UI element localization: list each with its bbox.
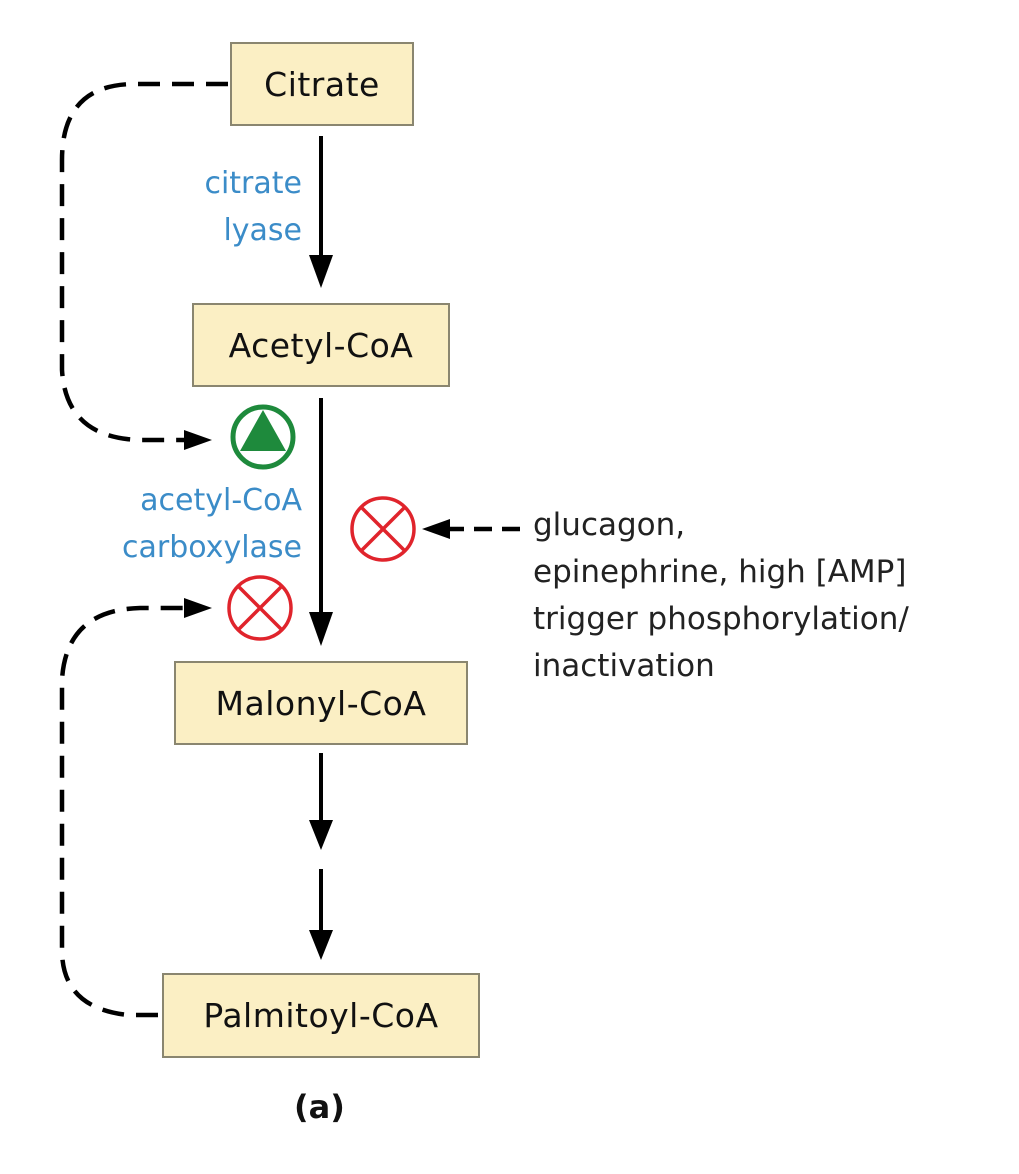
metabolite-label: Citrate — [264, 64, 380, 104]
enzyme-citrate-lyase: citrate lyase — [150, 160, 302, 254]
note-line: trigger phosphorylation/ — [533, 601, 909, 637]
dashed-arrow-hormone-inhibition — [422, 519, 520, 539]
inhibition-icon-palmitoyl — [227, 575, 293, 641]
figure-caption: (a) — [294, 1088, 345, 1126]
metabolite-label: Palmitoyl-CoA — [203, 996, 439, 1035]
dashed-arrow-citrate-activation — [59, 81, 228, 450]
activation-icon — [230, 404, 296, 470]
enzyme-label-line: acetyl-CoA — [140, 483, 302, 518]
enzyme-acetyl-coa-carboxylase: acetyl-CoA carboxylase — [80, 477, 302, 571]
metabolite-malonyl-coa: Malonyl-CoA — [174, 661, 468, 745]
dashed-arrow-palmitoyl-inhibition — [59, 598, 212, 1018]
arrow-citrate-to-acetyl-coa — [309, 136, 333, 288]
note-line: inactivation — [533, 648, 715, 684]
note-line: epinephrine, high [AMP] — [533, 554, 907, 590]
arrow-acetyl-coa-to-malonyl-coa — [309, 398, 333, 646]
enzyme-label-line: citrate — [204, 166, 302, 201]
metabolite-citrate: Citrate — [230, 42, 414, 126]
enzyme-label-line: carboxylase — [122, 530, 302, 565]
note-line: glucagon, — [533, 507, 686, 543]
metabolite-palmitoyl-coa: Palmitoyl-CoA — [162, 973, 480, 1058]
enzyme-label-line: lyase — [223, 213, 302, 248]
metabolite-label: Malonyl-CoA — [215, 683, 427, 723]
hormone-regulation-note: glucagon, epinephrine, high [AMP] trigge… — [533, 502, 1013, 690]
metabolite-label: Acetyl-CoA — [228, 325, 414, 365]
arrow-malonyl-step-1 — [309, 753, 333, 850]
arrow-malonyl-step-2 — [309, 869, 333, 960]
inhibition-icon-hormonal — [350, 496, 416, 562]
metabolite-acetyl-coa: Acetyl-CoA — [192, 303, 450, 387]
